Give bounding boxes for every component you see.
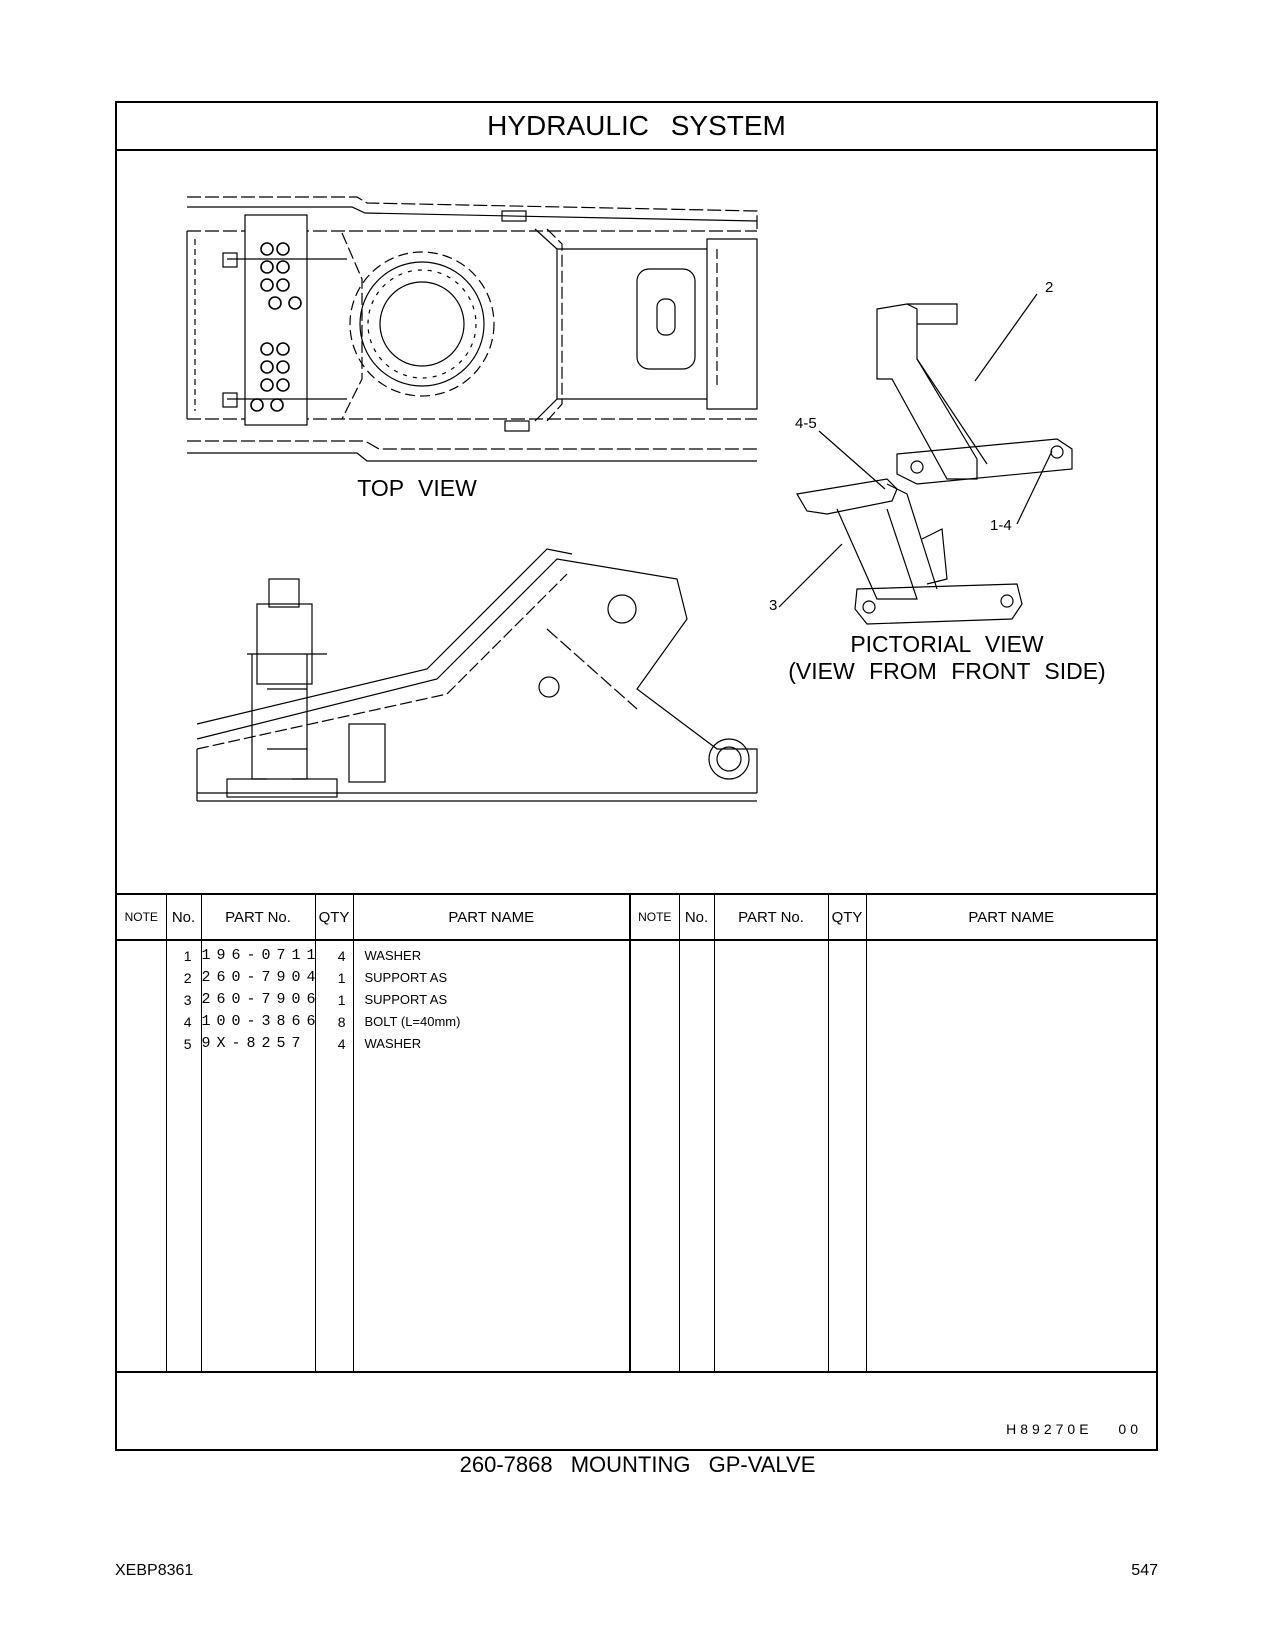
part-name-column: WASHER SUPPORT AS SUPPORT AS BOLT (L=40m… [352,940,630,1373]
row-5-qty: 4 [337,1036,346,1052]
pictorial-view-label-line2: (VIEW FROM FRONT SIDE) [788,658,1106,684]
page-title: HYDRAULIC SYSTEM [487,110,786,141]
row-2-no: 2 [183,970,192,986]
row-2-qty: 1 [337,970,346,986]
pictorial-view-label: PICTORIAL VIEW (VIEW FROM FRONT SIDE) [777,631,1117,685]
col-header-part-name-2: PART NAME [865,893,1156,941]
row-2-part-name: SUPPORT AS [364,970,448,985]
qty-column-2 [827,940,866,1373]
col-header-part-name: PART NAME [352,893,630,941]
table-body-row: 1 2 3 4 5 196-0711 260-7904 260-7906 100… [117,940,1156,1373]
part-no-column: 196-0711 260-7904 260-7906 100-3866 9X-8… [200,940,315,1373]
no-column-2 [678,940,714,1373]
col-header-part-no: PART No. [200,893,315,941]
row-5-no: 5 [183,1036,192,1052]
callout-2: 2 [1045,279,1054,296]
col-header-no: No. [165,893,201,941]
col-header-no-2: No. [678,893,714,941]
no-column: 1 2 3 4 5 [165,940,201,1373]
col-header-qty: QTY [314,893,353,941]
top-view-label: TOP VIEW [357,475,477,501]
col-header-qty-2: QTY [827,893,866,941]
row-4-part-no: 100-3866 [201,1013,315,1030]
callout-4-5: 4-5 [795,415,817,432]
callout-3: 3 [769,597,778,614]
top-view-drawing [186,196,758,462]
side-view-drawing [196,548,758,802]
row-3-no: 3 [183,992,192,1008]
parts-sheet-frame: HYDRAULIC SYSTEM [115,101,1158,1451]
row-4-part-name: BOLT (L=40mm) [364,1014,461,1029]
note-column [117,940,166,1373]
row-3-part-name: SUPPORT AS [364,992,448,1007]
group-caption: 260-7868 MOUNTING GP-VALVE [459,1452,816,1477]
parts-list-table: NOTE No. PART No. QTY PART NAME NOTE No.… [117,893,1156,1373]
col-header-note: NOTE [117,893,166,941]
row-1-part-no: 196-0711 [201,947,315,964]
footer-page-number: 547 [1131,1562,1158,1579]
row-1-qty: 4 [337,948,346,964]
pictorial-view-label-line1: PICTORIAL VIEW [850,631,1044,657]
col-header-part-no-2: PART No. [713,893,828,941]
qty-column: 4 1 1 8 4 [314,940,353,1373]
parts-illustration [186,196,1073,802]
row-3-qty: 1 [337,992,346,1008]
col-header-note-2: NOTE [629,893,679,941]
row-1-part-name: WASHER [364,948,422,963]
pictorial-view-drawing [778,293,1073,625]
row-5-part-no: 9X-8257 [201,1035,307,1052]
illustration-area: TOP VIEW PICTORIAL VIEW (VIEW FROM FRONT… [117,149,1156,893]
table-header-row: NOTE No. PART No. QTY PART NAME NOTE No.… [117,893,1156,941]
title-bar: HYDRAULIC SYSTEM [117,103,1156,151]
drawing-code: H89270E 00 [1006,1421,1142,1437]
part-no-column-2 [713,940,828,1373]
row-3-part-no: 260-7906 [201,991,315,1008]
row-4-no: 4 [183,1014,192,1030]
callout-1-4: 1-4 [990,517,1012,534]
row-1-no: 1 [183,948,192,964]
footer-doc-id: XEBP8361 [115,1562,194,1579]
part-name-column-2 [865,940,1156,1373]
row-2-part-no: 260-7904 [201,969,315,986]
row-4-qty: 8 [337,1014,346,1030]
row-5-part-name: WASHER [364,1036,422,1051]
note-column-2 [629,940,679,1373]
